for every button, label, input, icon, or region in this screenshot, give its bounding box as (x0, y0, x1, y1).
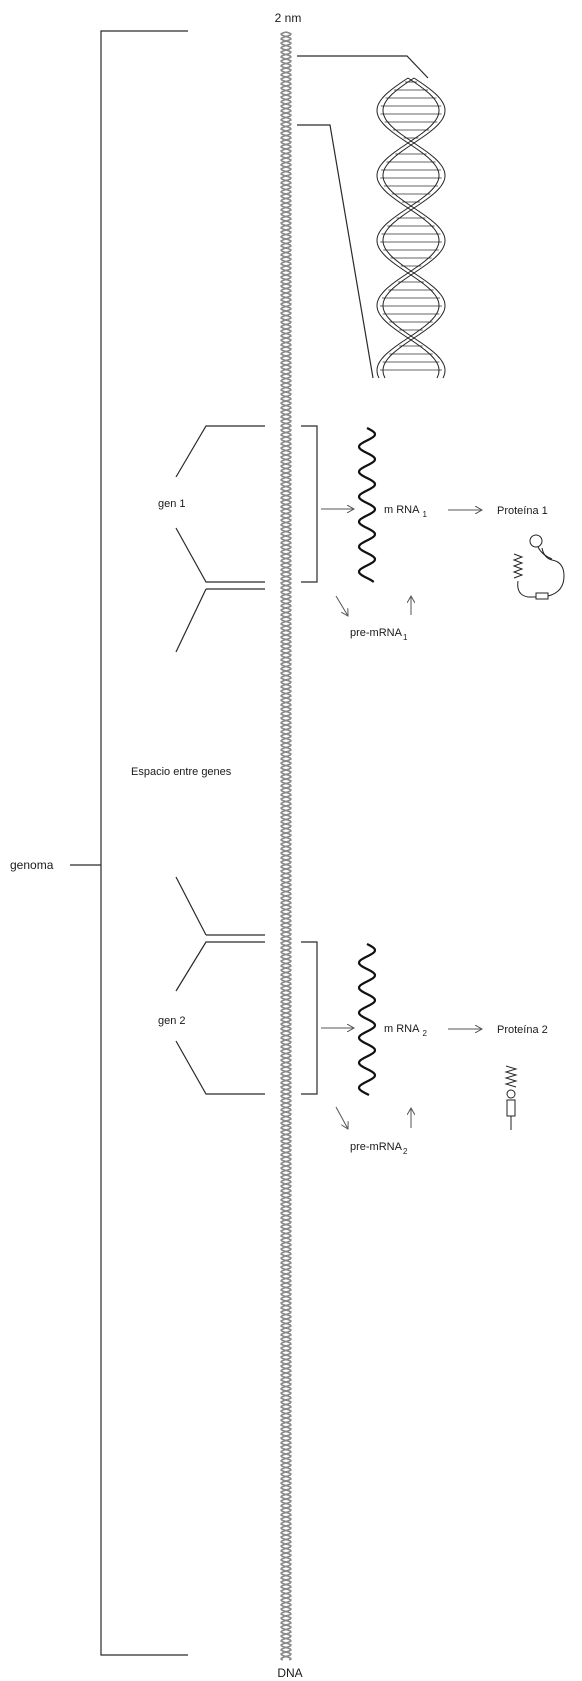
scale-label: 2 nm (275, 11, 302, 25)
gene2-to-premrna-arrow (335, 1106, 348, 1129)
mrna1-wave (357, 427, 377, 583)
gene1-bracket (175, 425, 265, 653)
gene1-label: gen 1 (158, 498, 186, 510)
protein1-label: Proteína 1 (497, 505, 548, 517)
genome-label: genoma (10, 858, 54, 872)
spacer-label: Espacio entre genes (131, 766, 232, 778)
protein1-icon (512, 534, 565, 600)
gene2-right-bracket (301, 941, 318, 1095)
double-helix-closeup (376, 77, 446, 379)
dna-label: DNA (277, 1666, 302, 1680)
premrna1-label: pre-mRNA1 (350, 627, 408, 642)
protein2-icon (504, 1065, 518, 1130)
gene1-right-bracket (301, 425, 318, 583)
gene1-to-premrna-arrow (335, 595, 348, 616)
gene2-label: gen 2 (158, 1015, 186, 1027)
premrna2-label: pre-mRNA2 (350, 1141, 408, 1156)
gene2-bracket (175, 876, 265, 1095)
protein2-label: Proteína 2 (497, 1024, 548, 1036)
genome-bracket (70, 30, 188, 1656)
zoom-lines (297, 55, 429, 379)
dna-strand (279, 31, 293, 1661)
mrna2-wave (357, 943, 377, 1096)
